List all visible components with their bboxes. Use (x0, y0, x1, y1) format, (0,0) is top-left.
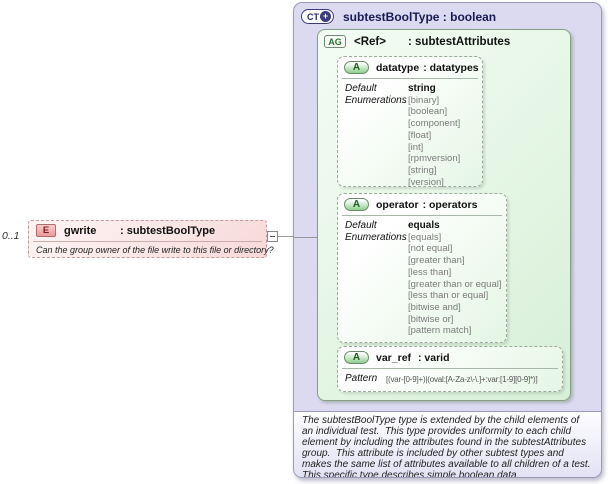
attribute-group-type: : subtestAttributes (408, 35, 511, 48)
pattern-value: [(var-[0-9]+)|(oval:[A-Za-z\-\.]+:var:[1… (386, 375, 538, 384)
element-type: : subtestBoolType (120, 224, 216, 237)
divider (33, 241, 262, 242)
facet-labels: Default Enumerations (345, 83, 407, 106)
divider (342, 368, 558, 369)
enum-value: [rpmversion] (408, 153, 461, 165)
enum-value: [string] (408, 164, 437, 176)
complextype-header: CT+ subtestBoolType : boolean (301, 9, 496, 24)
cardinality-label: 0..1 (2, 230, 20, 242)
enum-value: [less than or equal] (408, 290, 489, 302)
facet-values: equals [equals] [not equal] [greater tha… (408, 220, 501, 337)
element-name: gwrite (64, 224, 97, 237)
enum-value: [version] (408, 176, 444, 188)
enum-value: [greater than] (408, 255, 465, 267)
expand-plus-icon: + (320, 11, 331, 22)
enum-value: [pattern match] (408, 325, 472, 337)
default-label: Default (345, 83, 377, 94)
complextype-title: subtestBoolType : boolean (343, 9, 497, 24)
attribute-header: A var_ref : varid (344, 351, 450, 364)
attribute-name: operator (376, 198, 419, 211)
divider (342, 215, 502, 216)
pattern-label: Pattern (345, 373, 378, 384)
facet-labels: Pattern (345, 373, 407, 385)
attribute-type: : varid (418, 351, 450, 364)
default-label: Default (345, 220, 377, 231)
attribute-group-header: AG <Ref> : subtestAttributes (324, 35, 510, 48)
enum-value: [not equal] (408, 243, 453, 255)
default-value: string (408, 83, 436, 94)
attribute-icon: A (344, 351, 369, 364)
default-value: equals (408, 220, 440, 231)
enum-value: [bitwise or] (408, 313, 454, 325)
ct-badge-label: CT (307, 11, 319, 22)
connector-line (294, 237, 326, 238)
collapse-handle[interactable] (267, 231, 278, 242)
attribute-name: datatype (376, 61, 420, 74)
enum-value: [less than] (408, 266, 452, 278)
enum-value: [boolean] (408, 106, 448, 118)
enumerations-label: Enumerations (345, 94, 407, 106)
enum-value: [int] (408, 141, 424, 153)
enum-value: [equals] (408, 231, 442, 243)
divider (342, 78, 478, 79)
type-description: The subtestBoolType type is extended by … (294, 412, 601, 477)
facet-labels: Default Enumerations (345, 220, 407, 243)
attribute-header: A operator : operators (344, 198, 477, 211)
complextype-icon[interactable]: CT+ (301, 9, 334, 24)
attribute-type: : operators (422, 198, 478, 211)
complextype-box: CT+ subtestBoolType : boolean AG <Ref> :… (293, 2, 602, 478)
attribute-datatype[interactable]: A datatype : datatypes Default Enumerati… (337, 56, 483, 188)
attribute-icon: A (344, 198, 369, 211)
attribute-type: : datatypes (423, 61, 479, 74)
attribute-operator[interactable]: A operator : operators Default Enumerati… (337, 193, 507, 343)
element-icon: E (36, 224, 56, 237)
element-header: E gwrite : subtestBoolType (36, 224, 215, 237)
divider (294, 411, 601, 412)
minus-icon (270, 236, 275, 237)
attribute-header: A datatype : datatypes (344, 61, 479, 74)
attribute-icon: A (344, 61, 369, 74)
attribute-group-name: <Ref> (354, 35, 386, 48)
attribute-group-icon: AG (324, 35, 346, 48)
attribute-name: var_ref (376, 351, 412, 364)
facet-values: string [binary] [boolean] [component] [f… (408, 83, 460, 188)
enum-value: [bitwise and] (408, 301, 461, 313)
element-annotation: Can the group owner of the file write to… (36, 245, 274, 255)
attribute-var-ref[interactable]: A var_ref : varid Pattern [(var-[0-9]+)|… (337, 346, 563, 392)
enum-value: [component] (408, 118, 461, 130)
enumerations-label: Enumerations (345, 231, 407, 243)
enum-value: [greater than or equal] (408, 278, 502, 290)
enum-value: [float] (408, 129, 432, 141)
element-gwrite[interactable]: E gwrite : subtestBoolType Can the group… (28, 220, 274, 258)
connector-line (278, 236, 293, 237)
enum-value: [binary] (408, 94, 440, 106)
